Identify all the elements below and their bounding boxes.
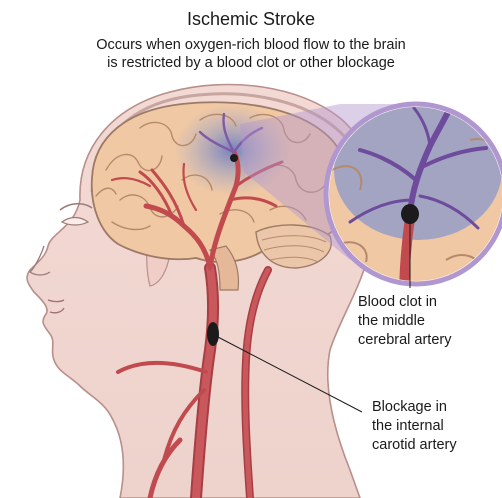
subtitle-line-1: Occurs when oxygen-rich blood flow to th… <box>0 37 502 53</box>
mca-clot <box>230 154 238 162</box>
callout-line: Blockage in <box>372 398 457 417</box>
callout-line: the internal <box>372 417 457 436</box>
diagram-title: Ischemic Stroke <box>0 9 502 30</box>
callout-blockage: Blockage in the internal carotid artery <box>372 398 457 455</box>
callout-line: carotid artery <box>372 436 457 455</box>
subtitle-line-2: is restricted by a blood clot or other b… <box>0 55 502 71</box>
callout-blood-clot: Blood clot in the middle cerebral artery <box>358 293 451 350</box>
callout-line: cerebral artery <box>358 331 451 350</box>
carotid-blockage <box>207 322 219 346</box>
callout-line: the middle <box>358 312 451 331</box>
callout-line: Blood clot in <box>358 293 451 312</box>
